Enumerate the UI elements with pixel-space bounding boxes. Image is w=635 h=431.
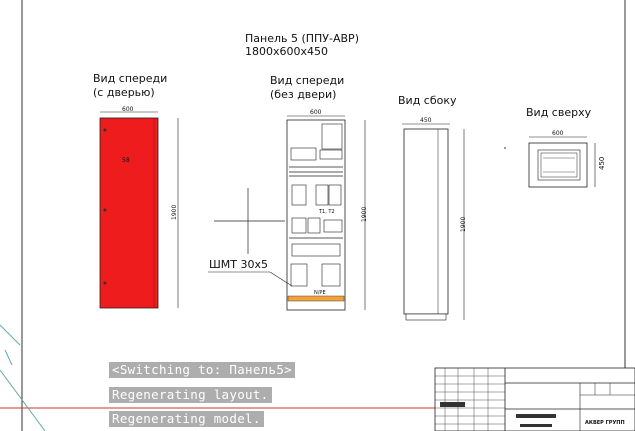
breaker-bottom (290, 263, 308, 287)
view-side: Вид сбоку 450 1900 (398, 94, 467, 321)
door-hinge (103, 128, 107, 132)
relay (307, 217, 321, 234)
dim-width: 600 (310, 109, 322, 116)
command-line-message: Regenerating layout. (109, 387, 272, 403)
dim-depth: 450 (598, 157, 606, 170)
view-sublabel: (с дверью) (93, 86, 155, 99)
view-sublabel: (без двери) (270, 88, 336, 101)
view-front-with-door: Вид спереди (с дверью) 600 58 1900 (93, 72, 179, 309)
breaker-bottom (321, 263, 341, 287)
breaker-label: T1, T2 (318, 209, 335, 215)
contactor (315, 184, 329, 206)
view-top: Вид сверху 600 450 (504, 106, 606, 188)
terminal-row (319, 149, 343, 160)
relay (323, 219, 343, 233)
drawing-dimensions: 1800х600х450 (245, 45, 328, 58)
dim-height: 1900 (460, 217, 467, 232)
cabinet-side (403, 128, 449, 315)
dim-width: 600 (122, 106, 134, 113)
command-line-message: <Switching to: Панель5> (109, 362, 295, 378)
cabinet-side-base (405, 313, 447, 321)
company-name: АКВЕР ГРУПП (585, 420, 625, 426)
contactor (291, 184, 307, 206)
ucs-icon (0, 324, 21, 346)
pe-label: N/PE (314, 290, 326, 296)
title-block: АКВЕР ГРУПП (434, 367, 635, 431)
dim-height: 1900 (171, 205, 178, 220)
ucs-icon-2 (0, 369, 46, 431)
command-line-message: Regenerating model. (109, 411, 264, 427)
cabinet-door (99, 117, 159, 309)
view-front-without-door: Вид спереди (без двери) 600 T1, T2 N/PE … (208, 74, 368, 311)
busbar-n-pe (287, 295, 345, 302)
terminal-row (290, 147, 317, 161)
relay (291, 217, 307, 234)
door-hinge (103, 281, 107, 285)
door-label: 58 (122, 157, 130, 164)
dim-width: 600 (552, 130, 564, 137)
door-hinge (103, 208, 107, 212)
breaker-module (321, 123, 343, 150)
busbar-label: ШМТ 30х5 (209, 258, 268, 271)
view-label: Вид спереди (270, 74, 344, 87)
view-label: Вид спереди (93, 72, 167, 85)
dim-height: 1900 (361, 207, 368, 222)
dim-width: 450 (420, 117, 432, 124)
terminal-row (291, 243, 341, 257)
ucs-icon-3 (4, 349, 13, 366)
view-label: Вид сбоку (398, 94, 457, 107)
view-label: Вид сверху (526, 106, 592, 119)
drawing-title: Панель 5 (ППУ-АВР) (245, 32, 359, 45)
contactor (328, 184, 342, 206)
